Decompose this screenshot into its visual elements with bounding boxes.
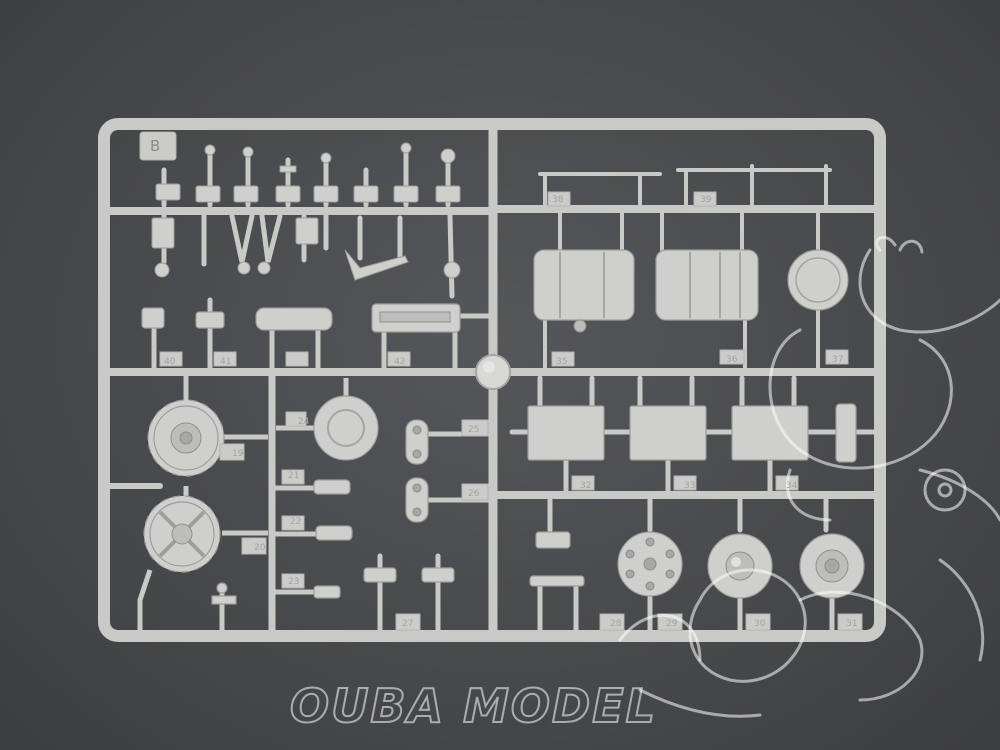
drum-lid [787,249,849,311]
bottom-small-stands [363,553,455,635]
part-number-label: 35 [556,357,567,367]
chain-links [405,419,493,523]
sprue-frame [98,118,886,642]
watermark: OUBA MODEL [289,235,1000,734]
part-number-label: 25 [468,425,479,435]
watermark-text: OUBA MODEL [290,679,657,733]
part-number-label: 34 [786,481,798,491]
part-number-label: 29 [666,619,678,629]
part-number-label: 28 [610,619,622,629]
part-number-label: 19 [232,449,244,459]
part-number-label: 31 [846,619,857,629]
round-plate [276,378,379,461]
sprocket-wheel-1 [147,375,268,477]
part-number-label: 36 [726,355,738,365]
part-number-label: 33 [684,481,695,491]
part-number-label: 30 [754,619,766,629]
part-number-label: 23 [288,577,299,587]
part-number-label: 41 [220,357,231,367]
drum-2 [655,249,759,321]
mid-left-parts [141,297,493,371]
part-number-label: 40 [164,357,176,367]
drum-1 [533,249,635,333]
part-number-label: 39 [700,195,712,205]
sprocket-wheel-2 [137,486,268,632]
part-number-label: 20 [254,543,266,553]
side-linkages [273,469,353,599]
part-number-label: 21 [288,471,299,481]
part-number-label: 27 [402,619,413,629]
part-number-label: 32 [580,481,591,491]
sprue-letter-tab: B [139,131,177,161]
part-number-label: 24 [298,417,310,427]
sprue-letter: B [150,137,160,155]
part-number-label: 22 [290,517,301,527]
part-number-label: 38 [552,195,564,205]
top-right-parts [533,164,849,370]
flat-plates [509,375,879,495]
road-wheels [529,497,865,635]
part-number-label: 26 [468,489,480,499]
part-number-label: 42 [394,357,405,367]
small-cross-part [211,582,237,632]
part-number-label: 37 [832,355,843,365]
top-left-small-parts [151,142,461,299]
